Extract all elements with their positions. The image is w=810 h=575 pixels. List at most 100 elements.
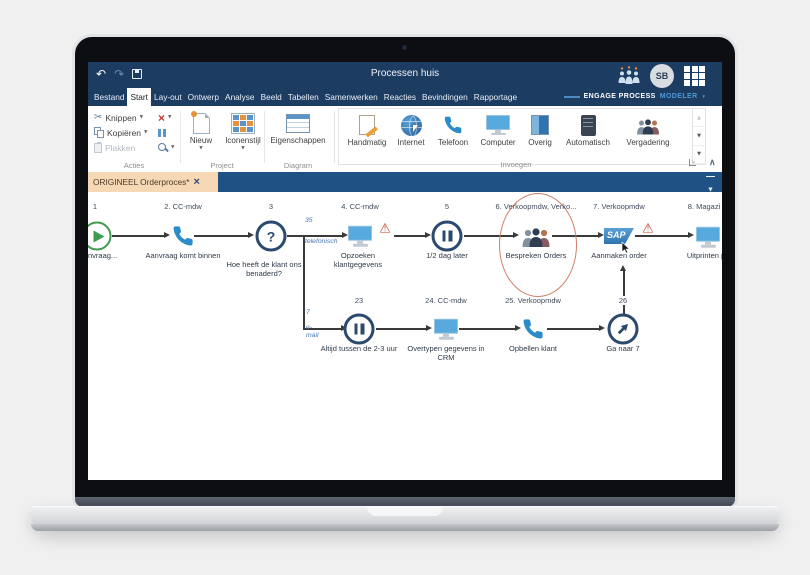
step-8-label: Uitprinten p xyxy=(686,251,722,260)
zoom-dropdown-icon[interactable]: ▼ xyxy=(171,145,175,150)
copy-button[interactable]: Kopiëren ▼ xyxy=(94,126,148,139)
step-5-label: 1/2 dag later xyxy=(426,251,468,260)
group-label-acties: Acties xyxy=(123,161,145,170)
insert-telefoon-label: Telefoon xyxy=(437,138,469,147)
step-26-goto-icon[interactable] xyxy=(607,313,639,345)
insert-vergadering-button[interactable]: Vergadering xyxy=(617,109,679,164)
ribbon-tab-bar: Bestand Start Lay-out Ontwerp Analyse Be… xyxy=(91,88,520,106)
redo-icon[interactable]: ↷ xyxy=(114,67,125,81)
insert-telefoon-button[interactable]: Telefoon xyxy=(431,109,475,164)
delete-button[interactable]: × ▼ xyxy=(158,111,171,124)
delete-icon: × xyxy=(158,110,166,125)
arrowhead xyxy=(599,325,605,331)
insert-handmatig-button[interactable]: Handmatig xyxy=(343,109,391,164)
cut-button[interactable]: ✂ Knippen ▼ xyxy=(94,111,143,124)
step-25-label: Opbellen klant xyxy=(509,344,557,353)
zoom-button[interactable]: ▼ xyxy=(158,141,174,154)
step-1-start-icon[interactable] xyxy=(88,221,112,251)
document-tab-active[interactable]: ORIGINEEL Orderproces* × xyxy=(88,172,218,192)
scroll-down-icon[interactable]: ▼ xyxy=(693,127,705,146)
process-canvas[interactable]: 35 telefonisch 7 e-mail 1 2. CC-mdw 3 4.… xyxy=(88,192,722,480)
review-circle-annotation[interactable] xyxy=(499,193,577,297)
edge-label-count: 35 xyxy=(305,217,313,224)
collapse-ribbon-icon[interactable]: ∧ xyxy=(709,157,716,167)
tab-bevindingen[interactable]: Bevindingen xyxy=(422,92,468,102)
insert-automatisch-button[interactable]: Automatisch xyxy=(559,109,617,164)
step-8-computer-icon[interactable] xyxy=(696,226,720,248)
arrowhead xyxy=(426,325,432,331)
edge xyxy=(376,328,426,330)
step-3-number: 3 xyxy=(268,202,274,211)
brand-dropdown-icon[interactable]: ▼ xyxy=(701,94,706,99)
step-2-phone-icon[interactable] xyxy=(172,225,195,248)
tab-rapportage[interactable]: Rapportage xyxy=(473,92,518,102)
step-23-pause-icon[interactable] xyxy=(343,313,375,345)
step-6-label: Bespreken Orders xyxy=(505,251,567,260)
paste-button[interactable]: Plakken xyxy=(94,141,135,154)
arrowhead xyxy=(598,232,604,238)
new-dropdown-icon[interactable]: ▼ xyxy=(199,146,203,151)
other-icon xyxy=(531,115,549,135)
cut-dropdown-icon[interactable]: ▼ xyxy=(139,115,144,120)
undo-icon[interactable]: ↶ xyxy=(96,67,107,81)
iconstyle-dropdown-icon[interactable]: ▼ xyxy=(241,146,245,151)
warning-icon[interactable]: ⚠ xyxy=(379,221,391,237)
brand-primary: ENGAGE PROCESS xyxy=(583,93,656,100)
warning-icon[interactable]: ⚠ xyxy=(642,221,654,237)
split-button[interactable] xyxy=(158,126,166,139)
app-launcher-grid-icon[interactable] xyxy=(684,66,705,86)
step-5-pause-icon[interactable] xyxy=(431,220,463,252)
tab-beeld[interactable]: Beeld xyxy=(260,92,282,102)
user-avatar[interactable]: SB xyxy=(650,64,674,88)
tab-lay-out[interactable]: Lay-out xyxy=(153,92,182,102)
arrowhead xyxy=(164,232,170,238)
tab-ontwerp[interactable]: Ontwerp xyxy=(187,92,220,102)
insert-computer-button[interactable]: Computer xyxy=(475,109,521,164)
iconstyle-label: Iconenstijl xyxy=(225,136,261,145)
phone-icon xyxy=(444,116,462,134)
tab-list-chevron-icon[interactable]: ▼ xyxy=(706,176,715,196)
scroll-up-icon[interactable]: ▲ xyxy=(693,109,705,128)
document-tab-close-icon[interactable]: × xyxy=(193,176,200,188)
iconstyle-button[interactable]: Iconenstijl ▼ xyxy=(221,110,265,151)
dialog-launcher-icon[interactable]: ↘ xyxy=(689,159,696,166)
tab-samenwerken[interactable]: Samenwerken xyxy=(324,92,378,102)
step-4-computer-icon[interactable] xyxy=(348,225,372,247)
edge xyxy=(459,328,515,330)
delete-dropdown-icon[interactable]: ▼ xyxy=(168,115,172,120)
step-25-phone-icon[interactable] xyxy=(522,318,545,341)
branch-edge xyxy=(303,236,305,328)
step-24-computer-icon[interactable] xyxy=(434,318,458,340)
app-window: ↶ ↷ Processen huis SB ENGAGE PROCESS MOD… xyxy=(88,62,722,480)
properties-button[interactable]: Eigenschappen xyxy=(267,110,329,146)
tab-start[interactable]: Start xyxy=(127,88,151,106)
step-7-sap-icon[interactable]: SAP xyxy=(604,228,634,244)
gallery-expand-icon[interactable]: ▼ xyxy=(693,146,705,164)
tab-analyse[interactable]: Analyse xyxy=(225,92,255,102)
edge-label-phone: telefonisch xyxy=(305,238,338,245)
step-1-label: Aanvraag... xyxy=(88,251,118,260)
step-6-meeting-icon[interactable] xyxy=(520,225,552,247)
tab-tabellen[interactable]: Tabellen xyxy=(287,92,319,102)
insert-overig-button[interactable]: Overig xyxy=(521,109,559,164)
computer-icon xyxy=(486,114,510,136)
copy-label: Kopiëren xyxy=(107,127,142,138)
step-4-number: 4. CC-mdw xyxy=(341,202,379,211)
insert-automatisch-label: Automatisch xyxy=(565,138,611,147)
insert-overig-label: Overig xyxy=(528,138,552,147)
tab-reacties[interactable]: Reacties xyxy=(383,92,417,102)
goto-edge xyxy=(623,270,625,314)
edge xyxy=(547,328,599,330)
step-3-question-icon[interactable]: ? xyxy=(255,220,287,252)
internet-globe-icon xyxy=(400,114,422,136)
copy-dropdown-icon[interactable]: ▼ xyxy=(144,130,148,135)
tab-bestand[interactable]: Bestand xyxy=(94,92,125,102)
new-document-icon xyxy=(190,110,210,134)
new-label: Nieuw xyxy=(189,136,213,145)
new-button[interactable]: Nieuw ▼ xyxy=(182,110,220,151)
properties-table-icon xyxy=(286,113,310,133)
save-icon[interactable] xyxy=(132,69,143,79)
edge xyxy=(287,235,342,237)
insert-internet-button[interactable]: Internet xyxy=(391,109,431,164)
laptop-base xyxy=(31,506,779,531)
